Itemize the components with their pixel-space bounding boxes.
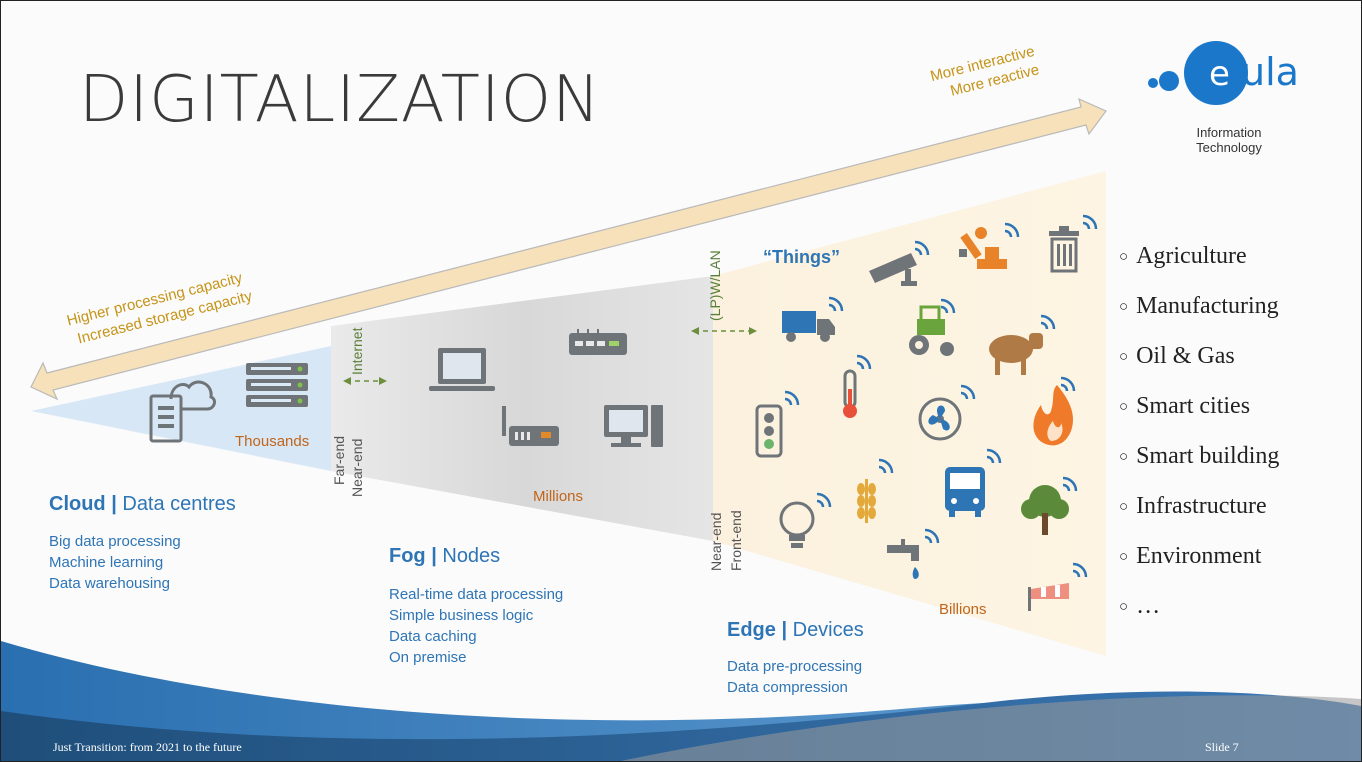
- svg-text:ula: ula: [1241, 50, 1299, 94]
- page-title: DIGITALIZATION: [79, 63, 601, 137]
- edge-heading: Edge | Devices: [727, 619, 864, 641]
- tree-icon: [1021, 485, 1069, 535]
- capacity-arrow: [30, 97, 1107, 401]
- fan-icon: [918, 397, 962, 441]
- slide-number: Slide 7: [1205, 740, 1239, 754]
- cctv-camera-icon: [869, 253, 917, 286]
- list-item: ○Environment: [1119, 543, 1262, 569]
- traffic-light-icon: [755, 404, 783, 458]
- edge-items: Data pre-processing Data compression: [727, 656, 862, 698]
- list-item: ○Agriculture: [1119, 243, 1247, 269]
- cloud-heading: Cloud | Data centres: [49, 493, 236, 515]
- list-item: Simple business logic: [389, 607, 534, 624]
- list-item: On premise: [389, 649, 467, 666]
- robot-arm-icon: [959, 227, 1007, 269]
- laptop-icon: [429, 348, 495, 391]
- list-item: ○Oil & Gas: [1119, 343, 1235, 369]
- list-item: Data pre-processing: [727, 658, 863, 675]
- tractor-icon: [909, 305, 954, 356]
- desktop-icon: [604, 405, 663, 447]
- server-cloud-icon: [149, 380, 216, 443]
- cloud-count: Thousands: [235, 433, 310, 450]
- eula-logo: e ula: [1148, 41, 1299, 105]
- edge-zone: [713, 171, 1106, 656]
- list-item: Data compression: [727, 679, 848, 696]
- cloud-items: Big data processing Machine learning Dat…: [49, 531, 181, 594]
- lightbulb-icon: [779, 501, 815, 548]
- things-label: “Things”: [763, 247, 840, 267]
- list-item: ○Smart building: [1119, 443, 1280, 469]
- svg-text:e: e: [1209, 54, 1230, 94]
- logo-subtitle: Information Technology: [1196, 125, 1262, 155]
- applications-list: ○Agriculture ○Manufacturing ○Oil & Gas ○…: [1119, 231, 1279, 631]
- footer-caption: Just Transition: from 2021 to the future: [53, 740, 242, 754]
- trash-bin-icon: [1049, 226, 1079, 273]
- cow-icon: [989, 333, 1043, 375]
- fog-count: Millions: [533, 488, 584, 505]
- gateway-icon: [502, 406, 559, 446]
- windsock-icon: [1028, 583, 1069, 611]
- fog-items: Real-time data processing Simple busines…: [389, 584, 563, 668]
- fog-heading: Fog | Nodes: [389, 545, 501, 567]
- list-item: ○Infrastructure: [1119, 493, 1267, 519]
- truck-icon: [782, 311, 835, 342]
- icons-layer: [149, 214, 1098, 611]
- list-item: ○…: [1119, 593, 1161, 619]
- thermometer-icon: [843, 369, 857, 418]
- water-tap-icon: [887, 539, 919, 579]
- list-item: Data warehousing: [49, 575, 170, 592]
- bus-icon: [945, 467, 985, 517]
- server-rack-icon: [246, 363, 308, 407]
- list-item: Big data processing: [49, 533, 181, 550]
- list-item: Data caching: [389, 628, 477, 645]
- list-item: Machine learning: [49, 554, 164, 571]
- list-item: ○Smart cities: [1119, 393, 1251, 419]
- list-item: ○Manufacturing: [1119, 293, 1279, 319]
- wifi-signals: [784, 214, 1098, 578]
- edge-count: Billions: [939, 601, 987, 618]
- router-icon: [569, 329, 627, 355]
- wheat-icon: [857, 479, 876, 523]
- list-item: Real-time data processing: [389, 586, 564, 603]
- fire-icon: [1033, 385, 1074, 446]
